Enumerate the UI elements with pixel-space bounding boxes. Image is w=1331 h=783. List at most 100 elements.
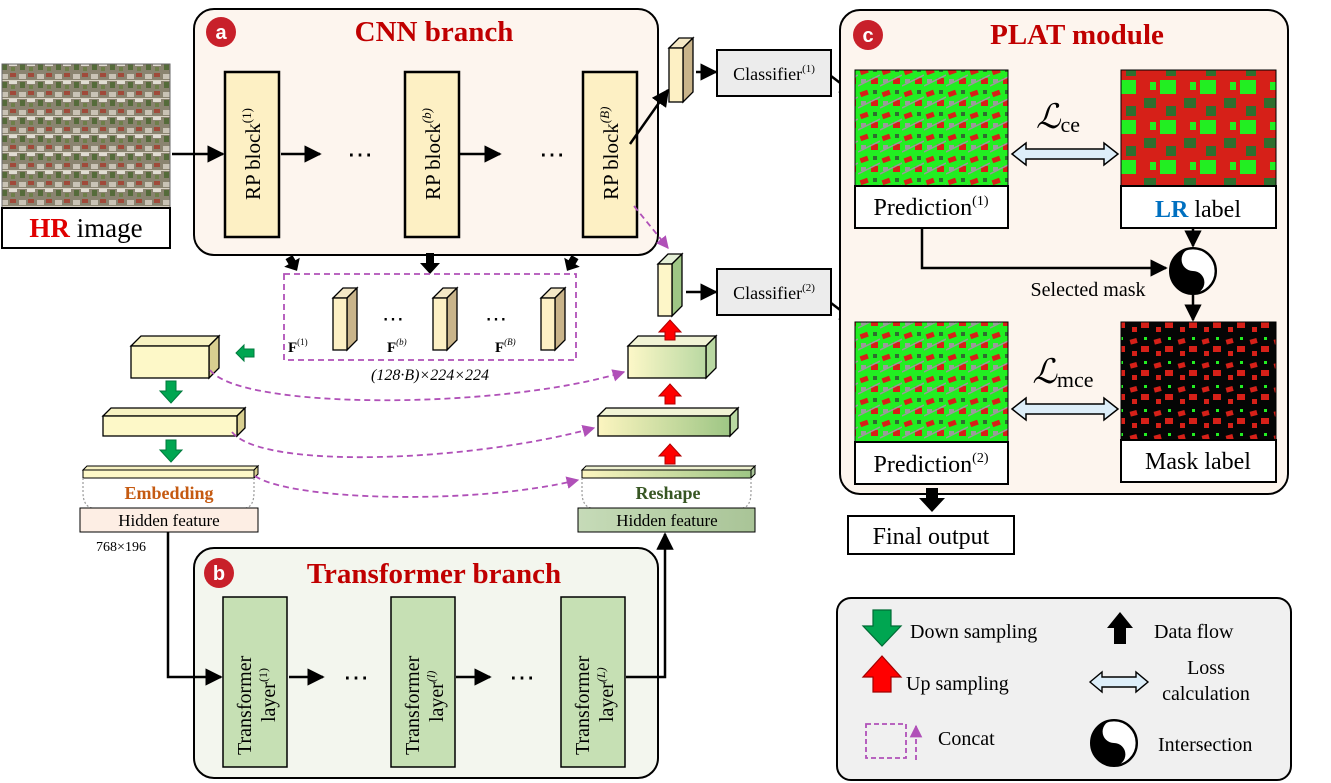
hidden-feature-embed-label: Hidden feature [118, 511, 219, 530]
classifier-label: Classifier [733, 64, 802, 84]
mask-label-image [1120, 321, 1277, 441]
transformer-layer-index: (1) [256, 668, 270, 682]
loss-ce-symbol: ℒ [1036, 99, 1062, 136]
legend-panel [836, 597, 1292, 781]
legend: Down sampling Up sampling Concat Data fl… [836, 597, 1292, 781]
final-output-label: Final output [873, 524, 990, 550]
svg-text:F(1): F(1) [288, 337, 308, 356]
data-flow-arrow [919, 488, 945, 512]
embed-to-transformer-arrow [166, 532, 223, 686]
embedding-label: Embedding [124, 483, 213, 503]
ellipsis: ⋯ [382, 306, 404, 331]
down-sampling-icon [861, 609, 903, 647]
concat-box-icon [865, 723, 907, 759]
lr-text: LR [1155, 197, 1189, 223]
svg-text:ℒce: ℒce [1036, 99, 1080, 137]
ellipsis: ⋯ [347, 140, 373, 169]
svg-text:RP block(1): RP block(1) [239, 108, 265, 200]
fused-feature [656, 252, 684, 318]
plat-title: PLAT module [990, 19, 1164, 51]
downsampling-stack: Embedding Hidden feature 768×196 [79, 334, 260, 555]
feature-index: (B) [504, 337, 516, 347]
data-flow-icon [1107, 612, 1133, 644]
hidden-feature-reshape-label: Hidden feature [616, 511, 717, 530]
cnn-badge-letter: a [215, 22, 227, 44]
loss-ce-arrow [1010, 141, 1120, 167]
transformer-layer-line1: Transformer [572, 655, 594, 755]
rp-block-label: RP block [599, 123, 623, 200]
ellipsis: ⋯ [539, 140, 565, 169]
up-feature-2 [596, 406, 740, 438]
legend-loss-line1: Loss [1187, 657, 1225, 679]
transformer-layer-line2: layer [426, 682, 448, 722]
transformer-badge [204, 558, 234, 588]
feature-index: (1) [297, 337, 308, 347]
prediction-1-image [854, 69, 1009, 187]
transformer-layer-index: (l) [424, 671, 438, 682]
feature-set: F(1) F(b) F(B) ⋯ ⋯ (128·B)×224×224 [283, 273, 577, 384]
transformer-badge-letter: b [213, 563, 225, 585]
concat-box [283, 273, 577, 361]
up-sampling-arrow [657, 319, 683, 341]
transformer-branch: b Transformer branch Transformer layer(1… [193, 547, 659, 779]
svg-text:Classifier(1): Classifier(1) [733, 63, 815, 84]
transformer-layer-line1: Transformer [234, 655, 256, 755]
up-feature-1 [626, 334, 718, 380]
classifier-2-path: Classifier(2) [633, 205, 858, 324]
mask-label-caption [1120, 439, 1277, 483]
legend-data-flow: Data flow [1154, 621, 1234, 643]
plat-badge [853, 20, 883, 50]
ellipsis: ⋯ [485, 306, 507, 331]
rp-block-index: (B) [597, 107, 612, 124]
final-output: Final output [847, 488, 1015, 555]
classifier-2-box [716, 268, 832, 316]
transformer-layer-line2: layer [258, 682, 280, 722]
svg-text:RP block(b): RP block(b) [419, 108, 445, 200]
selected-mask-label: Selected mask [1031, 279, 1146, 301]
legend-loss-line2: calculation [1162, 683, 1250, 705]
lr-label-text: label [1188, 197, 1241, 223]
plat-badge-letter: c [862, 25, 873, 47]
down-sampling-arrow [158, 380, 184, 404]
mask-label-text: Mask label [1145, 449, 1251, 475]
rp-block-label: RP block [421, 123, 445, 200]
hr-text: HR [29, 213, 70, 243]
embedding-token-bar [81, 464, 260, 480]
upsampling-stack: Reshape Hidden feature [577, 319, 757, 533]
hr-image-thumbnail [1, 63, 171, 209]
concat-arrow [633, 205, 669, 249]
prediction-1-caption [854, 185, 1009, 229]
loss-calculation-icon [1088, 670, 1150, 694]
up-sampling-arrow [657, 383, 683, 405]
embed-dimension: 768×196 [96, 540, 146, 555]
down-feature-2 [101, 406, 247, 438]
loss-ce-subscript: ce [1060, 112, 1080, 137]
transformer-layer-L: Transformer layer(L) [560, 596, 626, 768]
feature-label: F [387, 340, 396, 356]
reshape-bracket [581, 478, 752, 509]
ellipsis: ⋯ [343, 663, 369, 692]
down-sampling-arrow [158, 439, 184, 463]
loss-mce-subscript: mce [1057, 367, 1094, 392]
transformer-layer-index: (L) [594, 667, 608, 682]
rp-block-label: RP block [241, 123, 265, 200]
legend-concat: Concat [938, 728, 995, 750]
feature-label: F [495, 340, 504, 356]
skip-connections [209, 369, 626, 498]
intersection-icon [1169, 247, 1217, 295]
embedding-bracket [82, 478, 255, 509]
svg-text:RP block(B): RP block(B) [597, 107, 623, 200]
svg-text:layer(1): layer(1) [256, 668, 280, 722]
svg-text:F(B): F(B) [495, 337, 516, 356]
svg-text:ℒmce: ℒmce [1032, 354, 1093, 392]
prediction-index: (2) [972, 451, 989, 466]
classifier-index: (1) [802, 63, 815, 75]
legend-intersection: Intersection [1158, 734, 1252, 756]
transformer-layer-line1: Transformer [402, 655, 424, 755]
svg-text:Prediction(1): Prediction(1) [874, 194, 989, 221]
svg-text:Prediction(2): Prediction(2) [874, 451, 989, 478]
transformer-layer-1: Transformer layer(1) [222, 596, 288, 768]
svg-text:layer(L): layer(L) [594, 667, 618, 722]
up-sampling-arrow [657, 443, 683, 465]
